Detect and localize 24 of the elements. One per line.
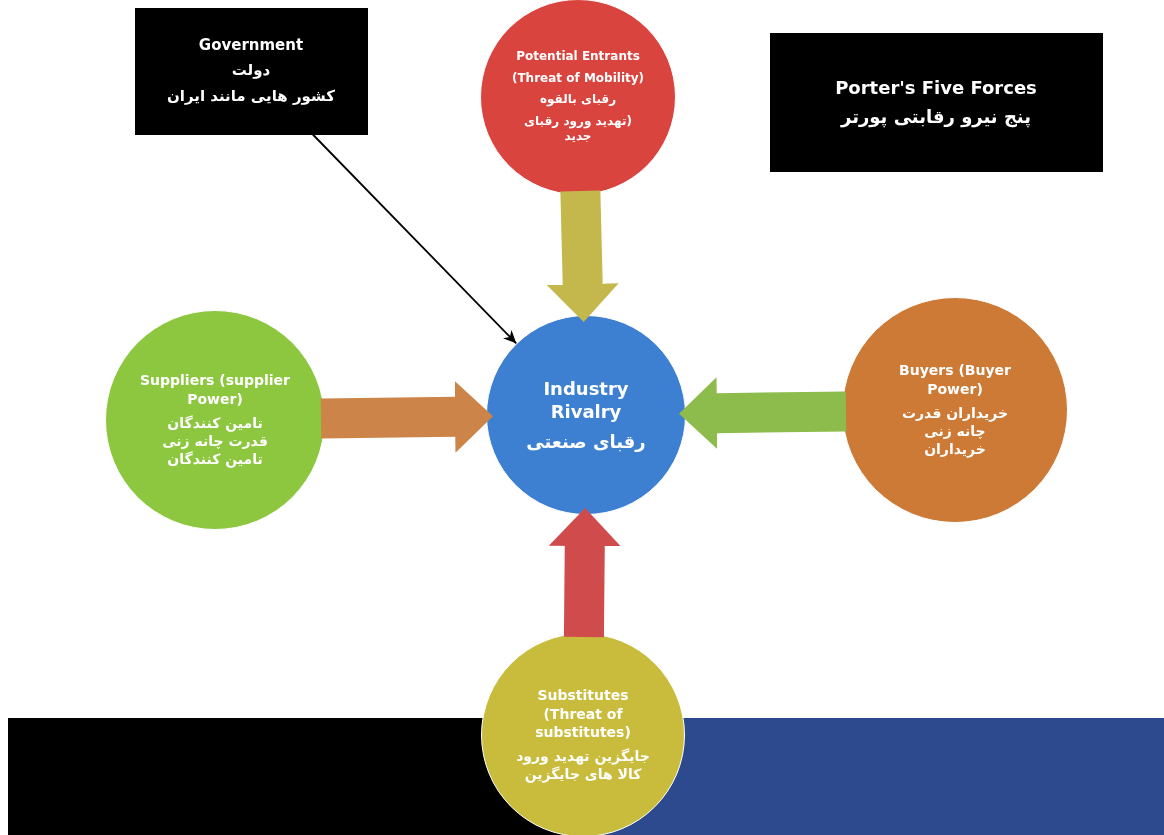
circle-label: Potential Entrants [515, 49, 641, 65]
circle-label: (تهدید ورود رقبای جدید [523, 113, 633, 145]
circle-label: رقبای بالقوه [538, 92, 618, 108]
arrow [320, 380, 493, 453]
circle-label: خریداران قدرت چانه زنی خریداران [901, 403, 1009, 459]
circle-label: Suppliers (supplier Power) [138, 371, 291, 408]
box-label: کشور هایی مانند ایران [166, 86, 336, 107]
box-label: Government [197, 35, 305, 56]
circle-label: (Threat of Mobility) [510, 70, 646, 87]
circle-label: Industry Rivalry [542, 376, 630, 424]
circle-label: تامین کنندگان قدرت چانه زنی تامین کنندگان [161, 413, 269, 469]
arrow [311, 133, 518, 345]
circle-label: رقبای صنعتی [525, 429, 647, 454]
box-label: پنج نیرو رقابتی پورتر [839, 105, 1032, 129]
text-box [134, 7, 368, 135]
arrow [548, 508, 621, 638]
circle-label: جایگزین تهدید ورود کالا های جایگزین [515, 747, 651, 784]
box-label: Porter's Five Forces [834, 75, 1038, 99]
title-box [769, 32, 1103, 172]
arrow [679, 377, 847, 450]
arrow [546, 190, 619, 323]
circle-label: Substitutes (Threat of substitutes) [534, 686, 632, 742]
box-label: دولت [230, 61, 272, 81]
circle-label: Buyers (Buyer Power) [898, 361, 1012, 398]
